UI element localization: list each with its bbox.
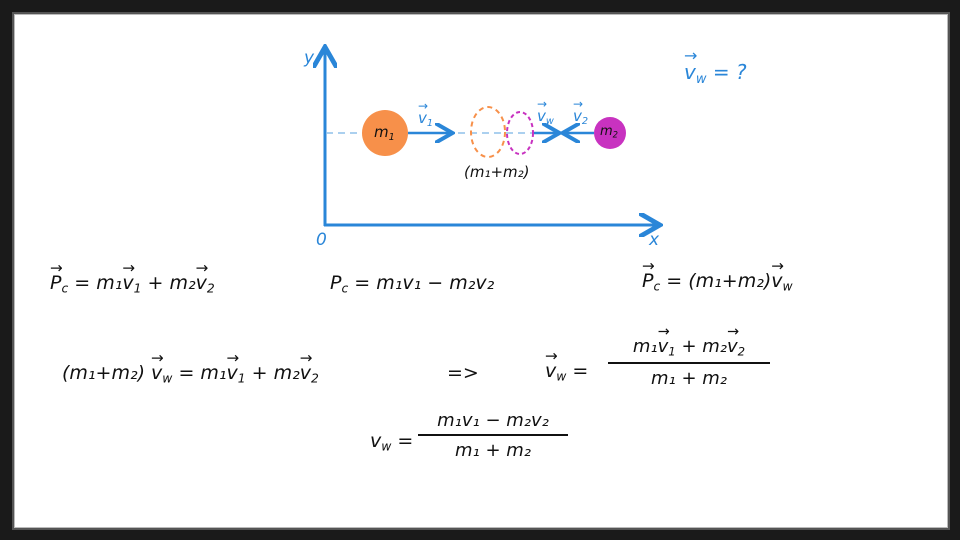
eq-momentum-scalar: Pc = m₁v₁ − m₂v₂ — [330, 272, 495, 296]
mass-1-ball — [362, 110, 408, 156]
eq-momentum-vector-sum: Pc = m₁v1 + m₂v2 — [50, 259, 215, 296]
numerator: m₁v₁ − m₂v₂ — [437, 410, 549, 431]
mass-2-label: m2 — [600, 124, 619, 140]
numerator: m₁v1 + m₂v2 — [627, 324, 751, 362]
y-axis-label: y — [304, 48, 315, 68]
fraction-bar — [608, 361, 770, 364]
origin-label: 0 — [316, 230, 327, 250]
denominator: m₁ + m₂ — [454, 440, 532, 461]
eq-vw-scalar-fraction: m₁v₁ − m₂v₂ m₁ + m₂ — [418, 410, 568, 461]
combined-mass-2-outline — [506, 111, 534, 155]
v2-label: v2 — [573, 97, 588, 127]
eq-conservation: (m₁+m₂) vw = m₁v1 + m₂v2 — [62, 349, 319, 386]
implies-arrow: => — [447, 362, 479, 384]
vw-label: vw — [537, 97, 554, 127]
combined-mass-1-outline — [470, 106, 506, 158]
combined-mass-label: (m₁+m₂) — [464, 163, 530, 181]
eq-vw-scalar-lhs: vw = — [370, 430, 414, 454]
mass-1-label: m1 — [374, 123, 395, 143]
fraction-bar — [418, 434, 568, 436]
question-vw: vw = ? — [684, 46, 747, 86]
v1-label: v1 — [418, 99, 433, 129]
whiteboard — [12, 12, 950, 530]
denominator: m₁ + m₂ — [650, 367, 728, 389]
mass-2-ball — [594, 117, 626, 149]
x-axis-label: x — [649, 230, 660, 250]
eq-vw-vector-lhs: vw = — [545, 347, 588, 384]
eq-momentum-combined: Pc = (m₁+m₂)vw — [642, 257, 793, 294]
eq-vw-vector-fraction: m₁v1 + m₂v2 m₁ + m₂ — [608, 324, 770, 389]
